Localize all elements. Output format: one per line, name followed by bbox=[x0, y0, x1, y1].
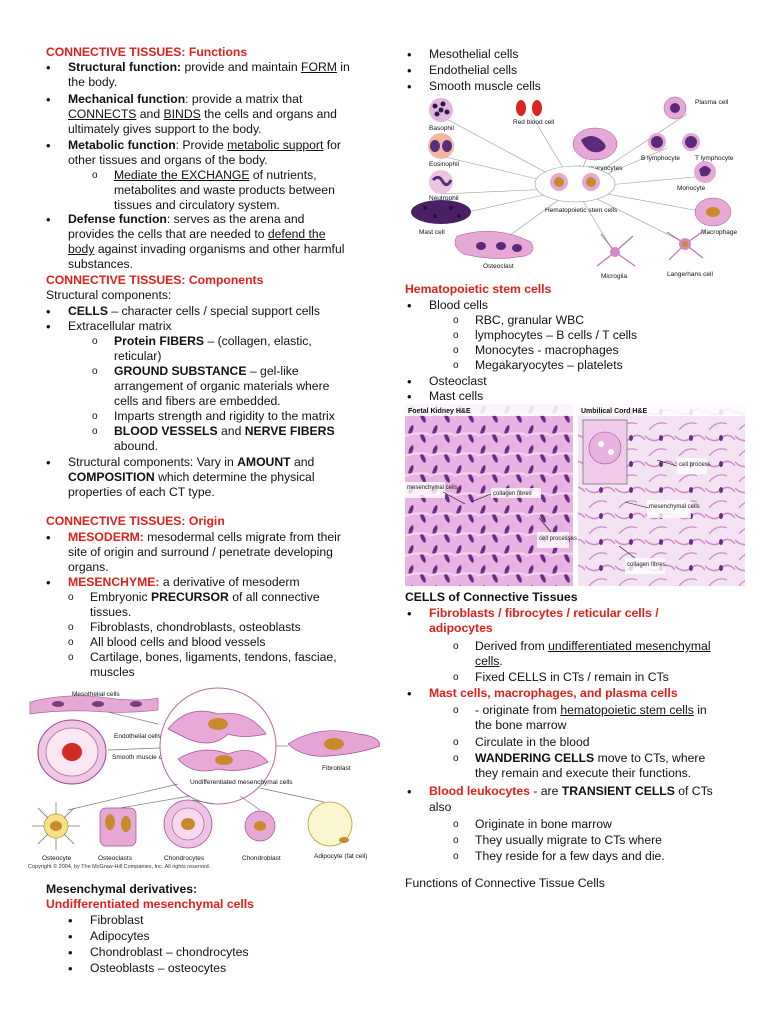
structural-components-label: Structural components: bbox=[46, 288, 172, 302]
hsc-heading: Hematopoietic stem cells bbox=[405, 282, 552, 296]
label-microglia: Microglia bbox=[601, 273, 627, 280]
osteoclasts-illustration bbox=[99, 807, 137, 847]
label-monocyte: Monocyte bbox=[677, 185, 706, 192]
label-cell-process-right: cell process bbox=[679, 462, 711, 468]
hematopoietic-figure: Basophil Red blood cell Plasma cell Eosi… bbox=[405, 96, 745, 280]
label-osteoclast: Osteoclast bbox=[483, 263, 514, 270]
chondrocytes-illustration bbox=[163, 799, 213, 849]
label-collagen-fibres: collagen fibres bbox=[493, 491, 532, 497]
label-chondrocytes: Chondrocytes bbox=[164, 855, 205, 862]
label-rbc: Red blood cell bbox=[513, 119, 555, 126]
mesenchymal-derivatives-figure: Mesothelial cells Endothelial cells Smoo… bbox=[28, 684, 380, 874]
label-chondroblast: Chondroblast bbox=[242, 855, 281, 862]
label-eosinophil: Eosinophil bbox=[429, 161, 460, 168]
label-langerhans: Langerhans cell bbox=[667, 271, 713, 278]
central-mesenchymal-circle bbox=[159, 687, 277, 805]
mesothelial-cells-illustration bbox=[29, 695, 159, 715]
figure1-copyright: Copyright © 2004, by The McGraw-Hill Com… bbox=[28, 863, 211, 870]
micrograph-figure: Foetal Kidney H&E Umbilical Cord H&E mes… bbox=[405, 404, 745, 586]
origin-heading: CONNECTIVE TISSUES: Origin bbox=[46, 514, 225, 528]
components-heading: CONNECTIVE TISSUES: Components bbox=[46, 273, 264, 287]
foetal-kidney-title: Foetal Kidney H&E bbox=[408, 408, 471, 415]
label-neutrophil: Neutrophil bbox=[429, 195, 459, 202]
osteocyte-illustration bbox=[32, 802, 80, 850]
functions-caption: Functions of Connective Tissue Cells bbox=[405, 876, 605, 890]
label-blymph: B lymphocyte bbox=[641, 155, 680, 162]
label-mesenchymal-cells: mesenchymal cells bbox=[407, 485, 458, 491]
chondroblast-illustration bbox=[244, 810, 276, 842]
label-endothelial: Endothelial cells bbox=[114, 733, 162, 740]
label-adipocyte: Adipocyte (fat cell) bbox=[314, 853, 367, 860]
label-smooth: Smooth muscle cells bbox=[112, 754, 172, 761]
mesenchymal-derivatives-label: Mesenchymal derivatives: bbox=[46, 882, 198, 896]
label-megakaryocytes: Megakaryocytes bbox=[575, 165, 623, 172]
blood-vessel-illustration bbox=[37, 719, 107, 785]
label-undiff: Undifferentiated mesenchymal cells bbox=[190, 779, 293, 786]
label-mesothelial: Mesothelial cells bbox=[72, 691, 120, 698]
label-mast: Mast cell bbox=[419, 229, 445, 236]
undiff-heading: Undifferentiated mesenchymal cells bbox=[46, 897, 254, 911]
functions-heading: CONNECTIVE TISSUES: Functions bbox=[46, 45, 248, 59]
label-hsc: Hematopoietic stem cells bbox=[545, 207, 618, 214]
adipocyte-illustration bbox=[307, 801, 353, 847]
cells-ct-heading: CELLS of Connective Tissues bbox=[405, 590, 578, 604]
label-basophil: Basophil bbox=[429, 125, 454, 132]
label-mesenchymal-right: mesenchymal cells bbox=[649, 504, 700, 510]
label-osteocyte: Osteocyte bbox=[42, 855, 72, 862]
label-plasma: Plasma cell bbox=[695, 99, 729, 106]
label-osteoclasts: Osteoclasts bbox=[98, 855, 133, 862]
label-tlymph: T lymphocyte bbox=[695, 155, 734, 162]
label-collagen-right: collagen fibres bbox=[627, 562, 666, 568]
label-cell-processes: cell processes bbox=[539, 536, 577, 542]
label-fibroblast: Fibroblast bbox=[322, 765, 351, 772]
label-macrophage: Macrophage bbox=[701, 229, 738, 236]
umbilical-cord-title: Umbilical Cord H&E bbox=[581, 408, 647, 415]
